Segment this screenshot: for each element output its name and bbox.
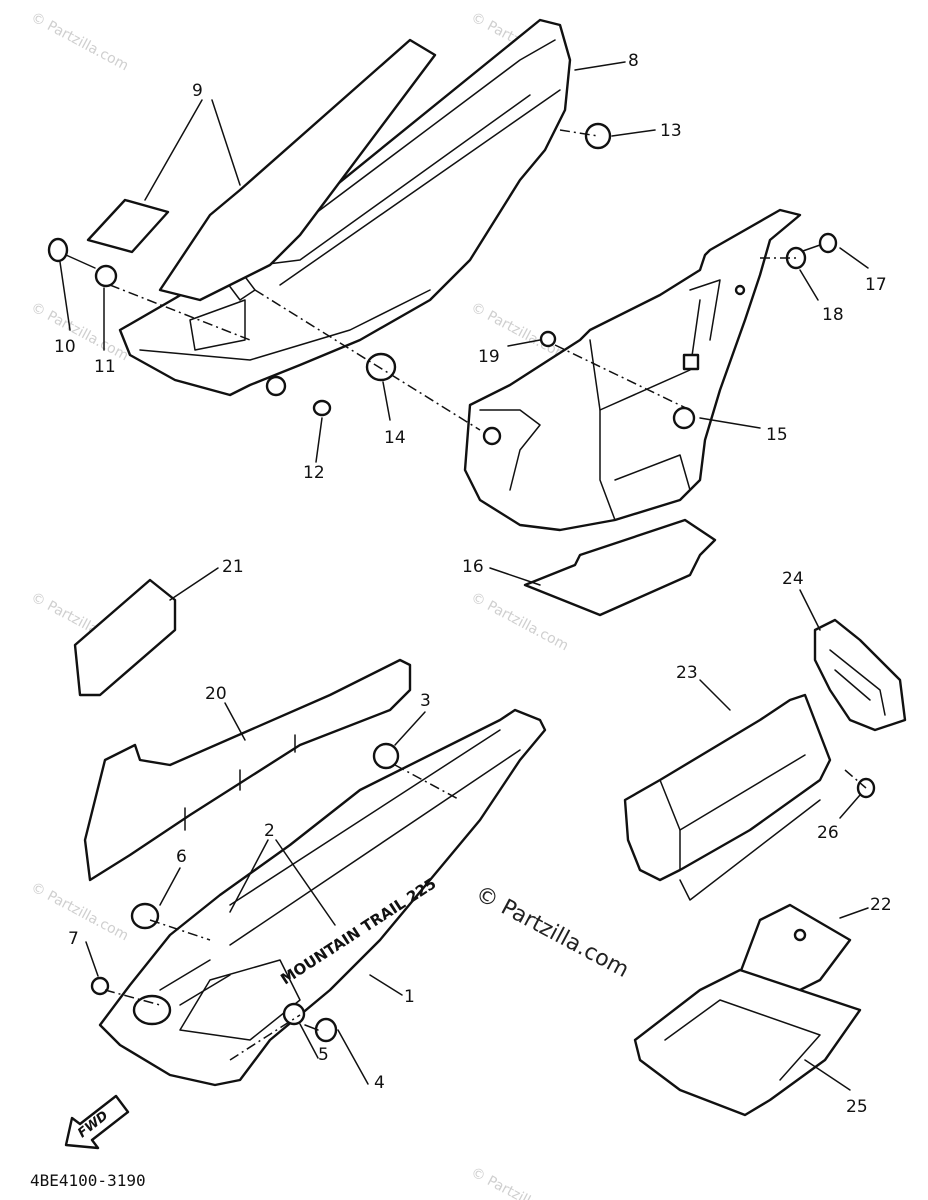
callout-20: 20 <box>205 684 227 704</box>
part-code: 4BE4100-3190 <box>30 1171 146 1190</box>
callout-24: 24 <box>782 569 804 589</box>
watermark-tile: © Partzilla.com <box>28 879 131 944</box>
callout-19: 19 <box>478 347 500 367</box>
part-9-decal <box>86 38 437 302</box>
callout-10: 10 <box>54 337 76 357</box>
callout-14: 14 <box>384 428 406 448</box>
callout-11: 11 <box>94 357 116 377</box>
callout-5: 5 <box>318 1045 329 1065</box>
callouts: 9 8 13 10 11 12 14 15 17 18 19 16 21 20 … <box>54 51 892 1117</box>
part-24-strap <box>813 618 907 732</box>
part-15-battery-box <box>463 208 802 532</box>
callout-18: 18 <box>822 305 844 325</box>
part-25-tool-bag <box>633 968 862 1117</box>
assembly-lines <box>104 129 867 1061</box>
callout-8: 8 <box>628 51 639 71</box>
leader-lines <box>59 61 869 1091</box>
callout-2: 2 <box>264 821 275 841</box>
part-20-protector <box>83 658 412 882</box>
part-23-tool-box <box>623 693 832 901</box>
part-16-pad <box>523 518 717 617</box>
watermark-tile: © Partzilla.com <box>468 1164 571 1200</box>
callout-21: 21 <box>222 557 244 577</box>
callout-25: 25 <box>846 1097 868 1117</box>
watermark-tile: © Partzilla.com <box>28 9 131 74</box>
callout-17: 17 <box>865 275 887 295</box>
callout-23: 23 <box>676 663 698 683</box>
callout-15: 15 <box>766 425 788 445</box>
callout-7: 7 <box>68 929 79 949</box>
callout-12: 12 <box>303 463 325 483</box>
callout-6: 6 <box>176 847 187 867</box>
callout-1: 1 <box>404 987 415 1007</box>
callout-3: 3 <box>420 691 431 711</box>
part-8-side-cover <box>118 18 572 397</box>
callout-9: 9 <box>192 81 203 101</box>
watermark-tile: © Partzilla.com <box>468 589 571 654</box>
fwd-arrow-icon: FWD <box>64 1094 130 1150</box>
callout-13: 13 <box>660 121 682 141</box>
callout-16: 16 <box>462 557 484 577</box>
hardware <box>47 122 876 1043</box>
callout-22: 22 <box>870 895 892 915</box>
watermark-main: © Partzilla.com <box>471 881 633 983</box>
part-21-decal <box>73 578 177 697</box>
callout-26: 26 <box>817 823 839 843</box>
watermark-tile: © Partzilla.com <box>28 299 131 364</box>
callout-4: 4 <box>374 1073 385 1093</box>
